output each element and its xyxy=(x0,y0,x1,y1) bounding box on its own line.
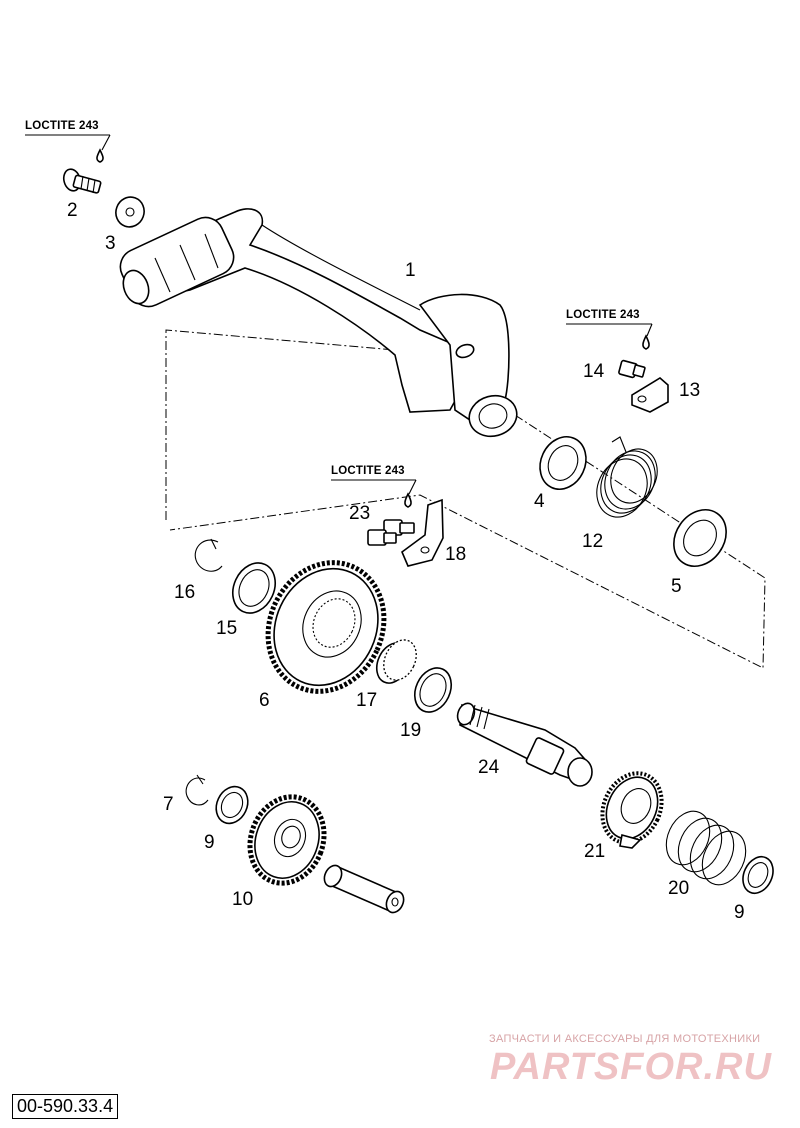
callout-20: 20 xyxy=(668,878,689,899)
callout-3: 3 xyxy=(105,233,116,254)
loctite-note-right: LOCTITE 243 xyxy=(566,309,653,337)
washer-part-19 xyxy=(413,667,453,713)
callout-12: 12 xyxy=(582,531,603,552)
screws-part-23 xyxy=(367,492,415,546)
document-id: 00-590.33.4 xyxy=(12,1094,119,1119)
screw-part-14 xyxy=(618,334,650,379)
screw-part-2 xyxy=(62,148,104,194)
loctite-label: LOCTITE 243 xyxy=(25,120,99,132)
circlip-part-16 xyxy=(194,538,223,572)
idler-gear-part-10 xyxy=(247,794,327,886)
callout-5: 5 xyxy=(671,576,682,597)
watermark-brand: PARTSFOR.RU xyxy=(490,1046,772,1088)
compression-spring-part-20 xyxy=(665,810,747,886)
callout-9-left: 9 xyxy=(204,832,215,853)
part-callouts: 1 2 3 4 5 6 7 9 9 10 12 13 14 15 16 17 1… xyxy=(67,200,745,923)
callout-24: 24 xyxy=(478,757,500,778)
callout-9-right: 9 xyxy=(734,902,745,923)
callout-14: 14 xyxy=(583,361,605,382)
callout-1: 1 xyxy=(405,260,416,281)
loctite-note-top: LOCTITE 243 xyxy=(25,120,111,151)
callout-10: 10 xyxy=(232,889,253,910)
callout-13: 13 xyxy=(679,380,700,401)
loctite-label: LOCTITE 243 xyxy=(566,309,640,321)
callout-19: 19 xyxy=(400,720,421,741)
circlip-part-7 xyxy=(185,774,209,806)
washer-part-5 xyxy=(673,509,727,567)
needle-bearing-part-17 xyxy=(375,639,417,684)
bracket-part-13 xyxy=(631,377,669,413)
callout-16: 16 xyxy=(174,582,195,603)
loctite-label: LOCTITE 243 xyxy=(331,465,405,477)
washer-part-9-right xyxy=(742,855,774,895)
loctite-note-middle: LOCTITE 243 xyxy=(331,465,417,495)
kickstarter-shaft-part-24 xyxy=(456,702,593,787)
torsion-spring-part-12 xyxy=(596,436,658,518)
washer-part-15 xyxy=(232,562,276,614)
callout-2: 2 xyxy=(67,200,78,221)
callout-15: 15 xyxy=(216,618,237,639)
callout-18: 18 xyxy=(445,544,466,565)
ratchet-gear-part-21 xyxy=(600,771,664,849)
callout-4: 4 xyxy=(534,491,545,512)
callout-21: 21 xyxy=(584,841,605,862)
watermark-caption: ЗАПЧАСТИ И АКСЕССУАРЫ ДЛЯ МОТОТЕХНИКИ xyxy=(489,1033,761,1045)
callout-17: 17 xyxy=(356,690,377,711)
washer-part-9-left xyxy=(215,785,249,825)
washer-part-4 xyxy=(539,436,587,490)
callout-7: 7 xyxy=(163,794,174,815)
callout-23: 23 xyxy=(349,503,370,524)
large-gear-part-6 xyxy=(265,560,387,694)
assembly-guide-lines xyxy=(165,329,766,669)
idler-gear-pin xyxy=(323,864,405,914)
kickstarter-lever xyxy=(119,208,518,438)
callout-6: 6 xyxy=(259,690,270,711)
washer-part-3 xyxy=(115,196,145,228)
stop-plate-part-18 xyxy=(401,498,444,567)
